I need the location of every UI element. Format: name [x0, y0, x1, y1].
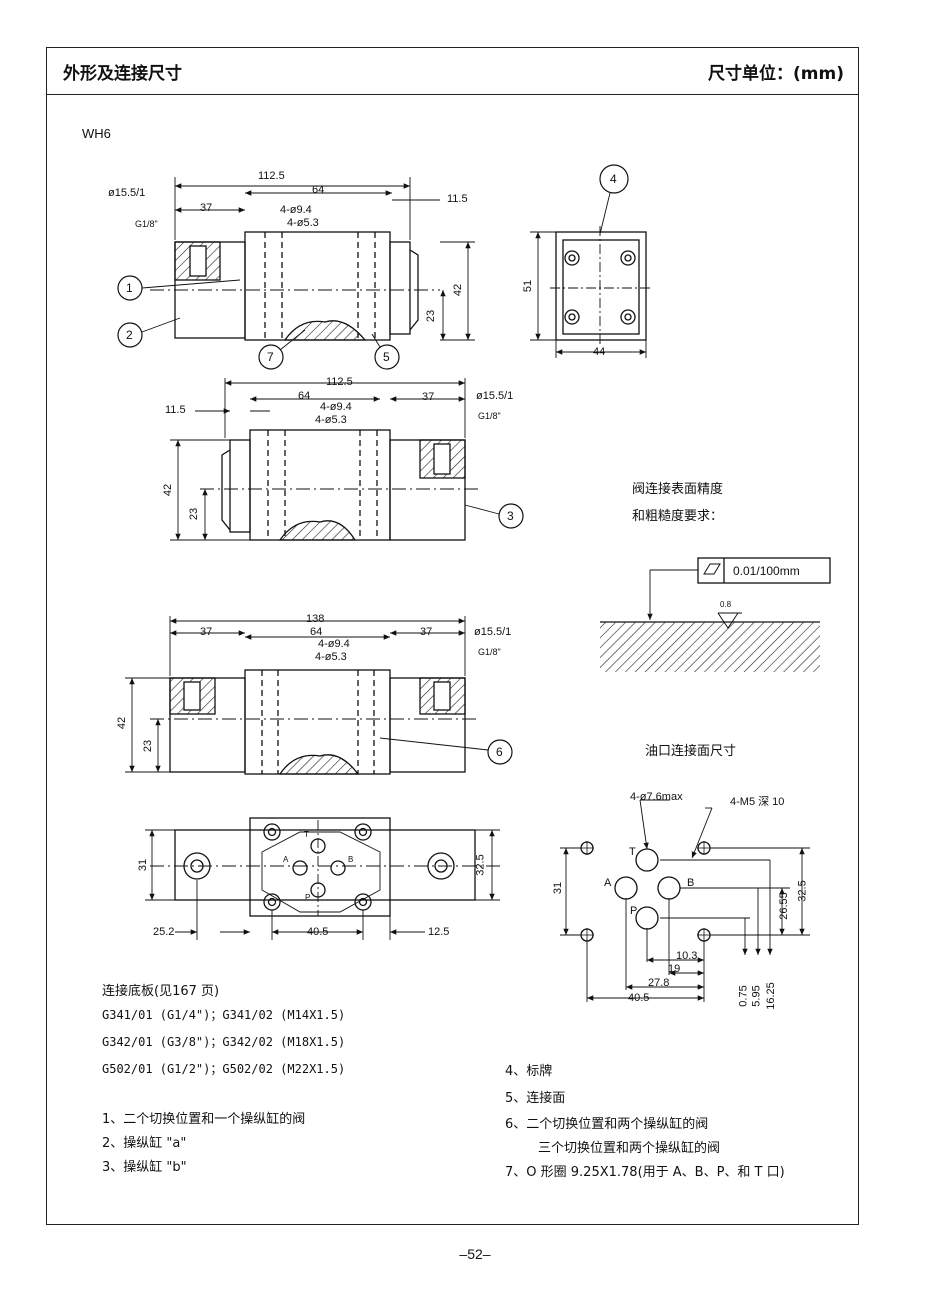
page-header: 外形及连接尺寸 尺寸单位：(mm) [47, 48, 858, 95]
iface-holes1: 4-ø7.6max [630, 791, 683, 803]
view-interface [560, 799, 810, 1002]
v3-total: 138 [306, 613, 325, 625]
callout-6: 6 [496, 745, 503, 759]
v3-mid: 64 [310, 626, 323, 638]
v3-h: 42 [116, 716, 129, 730]
view-front-single [117, 177, 475, 370]
iface-x1: 10.3 [676, 950, 698, 962]
iface-holes2: 4-M5 深 10 [730, 796, 785, 808]
view-front-double [125, 616, 513, 775]
v1-holes2: 4-ø5.3 [287, 217, 319, 229]
v2-total: 112.5 [326, 376, 353, 388]
page-number: –52– [459, 1246, 491, 1262]
v2-thread: G1/8" [478, 411, 501, 421]
plan-port-p: P [305, 893, 311, 902]
iface-v2: 32.5 [796, 880, 809, 902]
callout-1: 1 [126, 281, 133, 295]
v2-port: ø15.5/1 [476, 390, 514, 402]
precision-diagram [600, 557, 831, 672]
v2-mid: 64 [298, 390, 311, 402]
subplate-row: G342/01 (G3/8")；G342/02 (M18X1.5) [102, 1035, 346, 1049]
callout-3: 3 [507, 509, 514, 523]
iface-y3: 16.25 [764, 982, 777, 1010]
legend-item: 2、操纵缸 "a" [102, 1136, 187, 1151]
callout-7: 7 [267, 350, 274, 364]
v1-h2: 23 [425, 309, 438, 323]
v1-holes1: 4-ø9.4 [280, 204, 312, 216]
iface-title: 油口连接面尺寸 [645, 744, 737, 759]
v1-thread: G1/8" [135, 219, 158, 229]
v2-right: 11.5 [165, 404, 186, 416]
v1-h: 42 [452, 283, 465, 297]
legend-item: 7、O 形圈 9.25X1.78(用于 A、B、P、和 T 口) [505, 1165, 785, 1180]
legend-item: 三个切换位置和两个操纵缸的阀 [538, 1141, 721, 1156]
v3-thread: G1/8" [478, 647, 501, 657]
v2-holes1: 4-ø9.4 [320, 401, 352, 413]
v1-left: 37 [200, 202, 213, 214]
unit-note: 尺寸单位：(mm) [708, 64, 844, 84]
v3-h2: 23 [142, 739, 155, 753]
view-front-b [170, 378, 524, 541]
iface-x3: 27.8 [648, 977, 670, 989]
flatness-value: 0.01/100mm [733, 564, 800, 578]
iface-port-b: B [687, 877, 695, 889]
plan-h: 31 [137, 858, 150, 872]
iface-x4: 40.5 [628, 992, 650, 1004]
iface-h: 31 [552, 881, 565, 895]
v3-holes1: 4-ø9.4 [318, 638, 350, 650]
iface-v1: 26.55 [777, 892, 790, 920]
v3-holes2: 4-ø5.3 [315, 651, 347, 663]
plan-right: 12.5 [428, 926, 450, 938]
iface-port-p: P [630, 905, 638, 917]
iface-x2: 19 [668, 963, 681, 975]
iface-y1: 0.75 [737, 985, 750, 1007]
plan-h2: 32.5 [474, 854, 487, 876]
plan-port-b: B [348, 855, 354, 864]
v3-left: 37 [200, 626, 213, 638]
iface-port-t: T [629, 846, 636, 858]
plan-port-t: T [304, 830, 309, 839]
legend-item: 6、二个切换位置和两个操纵缸的阀 [505, 1117, 709, 1132]
v1-total: 112.5 [258, 170, 285, 182]
plan-mid: 40.5 [307, 926, 329, 938]
v3-port: ø15.5/1 [474, 626, 512, 638]
v2-h: 42 [162, 483, 175, 497]
page-title: 外形及连接尺寸 [63, 64, 182, 84]
legend-item: 4、标牌 [505, 1064, 553, 1079]
v2-h2: 23 [188, 507, 201, 521]
model-label: WH6 [82, 126, 111, 141]
callout-2: 2 [126, 328, 133, 342]
legend-item: 1、二个切换位置和一个操纵缸的阀 [102, 1112, 306, 1127]
v3-right: 37 [420, 626, 433, 638]
v1-right: 11.5 [447, 193, 468, 205]
iface-port-a: A [604, 877, 612, 889]
v1-mid: 64 [312, 184, 325, 196]
precision-title-2: 和粗糙度要求： [632, 509, 724, 524]
plan-port-a: A [283, 855, 289, 864]
legend-item: 3、操纵缸 "b" [102, 1160, 187, 1175]
roughness-value: 0.8 [720, 600, 732, 609]
iface-y2: 5.95 [750, 985, 763, 1007]
v2-left: 37 [422, 391, 435, 403]
legend-item: 5、连接面 [505, 1091, 566, 1106]
callout-5: 5 [383, 350, 390, 364]
subplate-row: G341/01 (G1/4")；G341/02 (M14X1.5) [102, 1008, 346, 1022]
view-side [530, 164, 652, 358]
view-plan [145, 817, 500, 940]
callout-4: 4 [610, 172, 617, 186]
side-w: 44 [593, 346, 606, 358]
v2-holes2: 4-ø5.3 [315, 414, 347, 426]
v1-port: ø15.5/1 [108, 187, 146, 199]
page-frame: 外形及连接尺寸 尺寸单位：(mm) [46, 47, 859, 1225]
side-h: 51 [522, 279, 535, 293]
subplate-row: G502/01 (G1/2")；G502/02 (M22X1.5) [102, 1062, 346, 1076]
subplate-title: 连接底板(见167 页) [102, 984, 220, 999]
plan-left: 25.2 [153, 926, 175, 938]
precision-title-1: 阀连接表面精度 [632, 482, 724, 497]
